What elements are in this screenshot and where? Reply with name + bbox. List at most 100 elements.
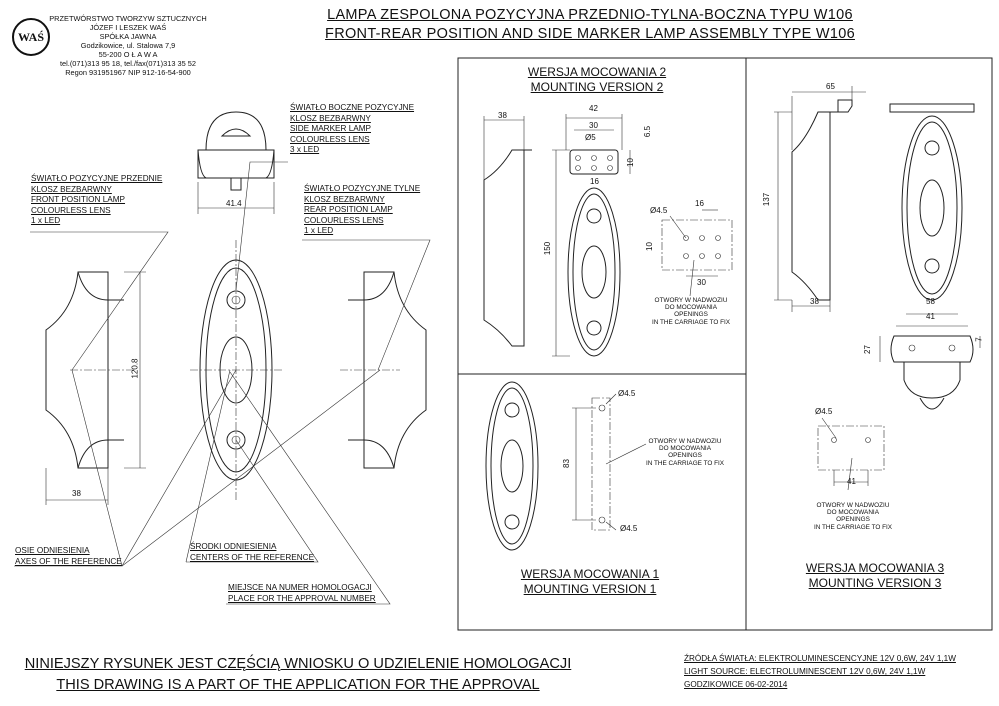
drawing-title: LAMPA ZESPOLONA POZYCYJNA PRZEDNIO-TYLNA… [270,6,910,44]
dim-v2-spacing: 30 [589,121,598,130]
holes-line: OTWORY W NADWOZIU [816,502,890,509]
version-en: MOUNTING VERSION 2 [530,80,664,94]
front-lamp-label: ŚWIATŁO POZYCYJNE PRZEDNIE KLOSZ BEZBARW… [31,174,162,227]
dim-v3-d4-5: Ø4.5 [815,407,833,416]
label-line: PLACE FOR THE APPROVAL NUMBER [228,593,376,603]
holes-line: IN THE CARRIAGE TO FIX [645,459,725,467]
axes-label: OSIE ODNIESIENIA AXES OF THE REFERENCE [15,546,122,567]
label-line: COLOURLESS LENS [31,205,111,215]
dim-depth: 38 [72,489,81,498]
company-line: SPÓŁKA JAWNA [99,32,157,41]
mounting-v2-label: WERSJA MOCOWANIA 2 MOUNTING VERSION 2 [512,65,682,95]
dim-v2-10: 10 [625,158,635,167]
centers-label: ŚRODKI ODNIESIENIA CENTERS OF THE REFERE… [190,542,314,563]
holes-line: DO MOCOWANIA [827,509,879,517]
lamp-right-side-view [340,271,427,469]
mounting-v3-drawing [774,86,981,491]
label-line: OSIE ODNIESIENIA [15,546,90,555]
label-line: 1 x LED [31,216,61,225]
homologation-label: MIEJSCE NA NUMER HOMOLOGACJI PLACE FOR T… [228,583,376,604]
label-line: ŚRODKI ODNIESIENIA [190,542,277,551]
dim-v2-height: 150 [543,241,553,256]
dim-v3-27: 27 [862,345,872,354]
dim-v1-d4-5a: Ø4.5 [618,389,636,398]
label-line: KLOSZ BEZBARWNY [304,194,385,204]
dim-v3-58: 58 [926,297,935,306]
label-line: AXES OF THE REFERENCE [15,556,122,566]
holes-line: OPENINGS [836,516,870,524]
title-pl: LAMPA ZESPOLONA POZYCYJNA PRZEDNIO-TYLNA… [327,7,853,23]
company-logo: WAŚ [12,18,50,56]
dim-v2-30: 30 [697,278,706,287]
holes-line: OPENINGS [668,452,702,460]
dim-v2-6-5: 6.5 [643,125,653,138]
label-line: ŚWIATŁO POZYCYJNE TYLNE [304,184,421,193]
dim-height: 120.8 [130,358,140,379]
rear-lamp-label: ŚWIATŁO POZYCYJNE TYLNE KLOSZ BEZBARWNY … [304,184,420,237]
leader-lines [14,161,431,605]
company-line: tel.(071)313 95 18, tel./fax(071)313 35 … [59,59,196,68]
light-source-info: ŹRÓDŁA ŚWIATŁA: ELEKTROLUMINESCENCYJNE 1… [684,652,956,691]
label-line: KLOSZ BEZBARWNY [31,184,112,194]
approval-note-pl: NINIEJSZY RYSUNEK JEST CZĘŚCIĄ WNIOSKU O… [24,656,572,672]
mounting-v1-drawing [485,381,647,551]
label-line: COLOURLESS LENS [304,215,384,225]
holes-line: OPENINGS [674,311,708,319]
company-line: JÓZEF I LESZEK WAŚ [89,23,167,32]
version-pl: WERSJA MOCOWANIA 1 [520,567,660,581]
side-lamp-label: ŚWIATŁO BOCZNE POZYCYJNE KLOSZ BEZBARWNY… [290,103,414,156]
company-line: Regon 931951967 NIP 912-16-54-900 [65,68,191,77]
v3-holes-note: OTWORY W NADWOZIU DO MOCOWANIA OPENINGS … [808,502,898,531]
label-line: FRONT POSITION LAMP [31,195,126,204]
light-source-pl: ŹRÓDŁA ŚWIATŁA: ELEKTROLUMINESCENCYJNE 1… [684,654,956,663]
dim-v3-7: 7 [974,337,984,342]
label-line: KLOSZ BEZBARWNY [290,113,371,123]
label-line: ŚWIATŁO POZYCYJNE PRZEDNIE [31,174,163,183]
mounting-v3-label: WERSJA MOCOWANIA 3 MOUNTING VERSION 3 [790,561,960,591]
lamp-left-side-view [45,271,146,505]
dim-v3-41: 41 [926,312,935,321]
dim-v2-d4-5: Ø4.5 [650,206,668,215]
version-pl: WERSJA MOCOWANIA 3 [805,561,945,575]
title-en: FRONT-REAR POSITION AND SIDE MARKER LAMP… [325,26,855,42]
dim-v3-41b: 41 [847,477,856,486]
company-line: PRZETWÓRSTWO TWORZYW SZTUCZNYCH [49,14,207,23]
label-line: SIDE MARKER LAMP [290,124,371,133]
company-line: 55-200 O Ł A W A [98,50,158,59]
approval-note-en: THIS DRAWING IS A PART OF THE APPLICATIO… [56,677,540,693]
dim-v2-hole: Ø5 [585,133,596,142]
version-en: MOUNTING VERSION 1 [523,582,657,596]
label-line: REAR POSITION LAMP [304,205,393,214]
drawing-date: GODZIKOWICE 06-02-2014 [684,680,788,689]
dim-v3-38: 38 [810,297,819,306]
versions-frame [457,57,993,631]
dim-v3-65: 65 [826,82,835,91]
dim-v2-16: 16 [590,177,599,186]
light-source-en: LIGHT SOURCE: ELECTROLUMINESCENT 12V 0,6… [684,667,926,676]
label-line: 3 x LED [290,145,320,154]
label-line: MIEJSCE NA NUMER HOMOLOGACJI [228,583,372,592]
dim-v2-width: 42 [589,104,598,113]
v1-holes-note: OTWORY W NADWOZIU DO MOCOWANIA OPENINGS … [640,438,730,467]
approval-note: NINIEJSZY RYSUNEK JEST CZĘŚCIĄ WNIOSKU O… [8,654,588,696]
v2-holes-note: OTWORY W NADWOZIU DO MOCOWANIA OPENINGS … [646,297,736,326]
logo-text: WAŚ [17,29,44,44]
dim-v2-16b: 16 [695,199,704,208]
label-line: 1 x LED [304,226,334,235]
holes-line: OTWORY W NADWOZIU [648,438,722,445]
holes-line: DO MOCOWANIA [665,304,717,312]
dim-v2-depth: 38 [498,111,507,120]
company-line: Godzikowice, ul. Stalowa 7,9 [80,41,176,50]
dim-top-width: 41.4 [226,199,242,208]
label-line: CENTERS OF THE REFERENCE [190,552,315,562]
holes-line: OTWORY W NADWOZIU [654,297,728,304]
mounting-v1-label: WERSJA MOCOWANIA 1 MOUNTING VERSION 1 [505,567,675,597]
dim-v2-10b: 10 [644,242,654,251]
holes-line: DO MOCOWANIA [659,445,711,453]
dim-v1-83: 83 [561,459,571,468]
label-line: COLOURLESS LENS [290,134,370,144]
mounting-v2-drawing [483,114,733,357]
company-info: PRZETWÓRSTWO TWORZYW SZTUCZNYCH JÓZEF I … [38,14,218,77]
holes-line: IN THE CARRIAGE TO FIX [651,318,731,326]
